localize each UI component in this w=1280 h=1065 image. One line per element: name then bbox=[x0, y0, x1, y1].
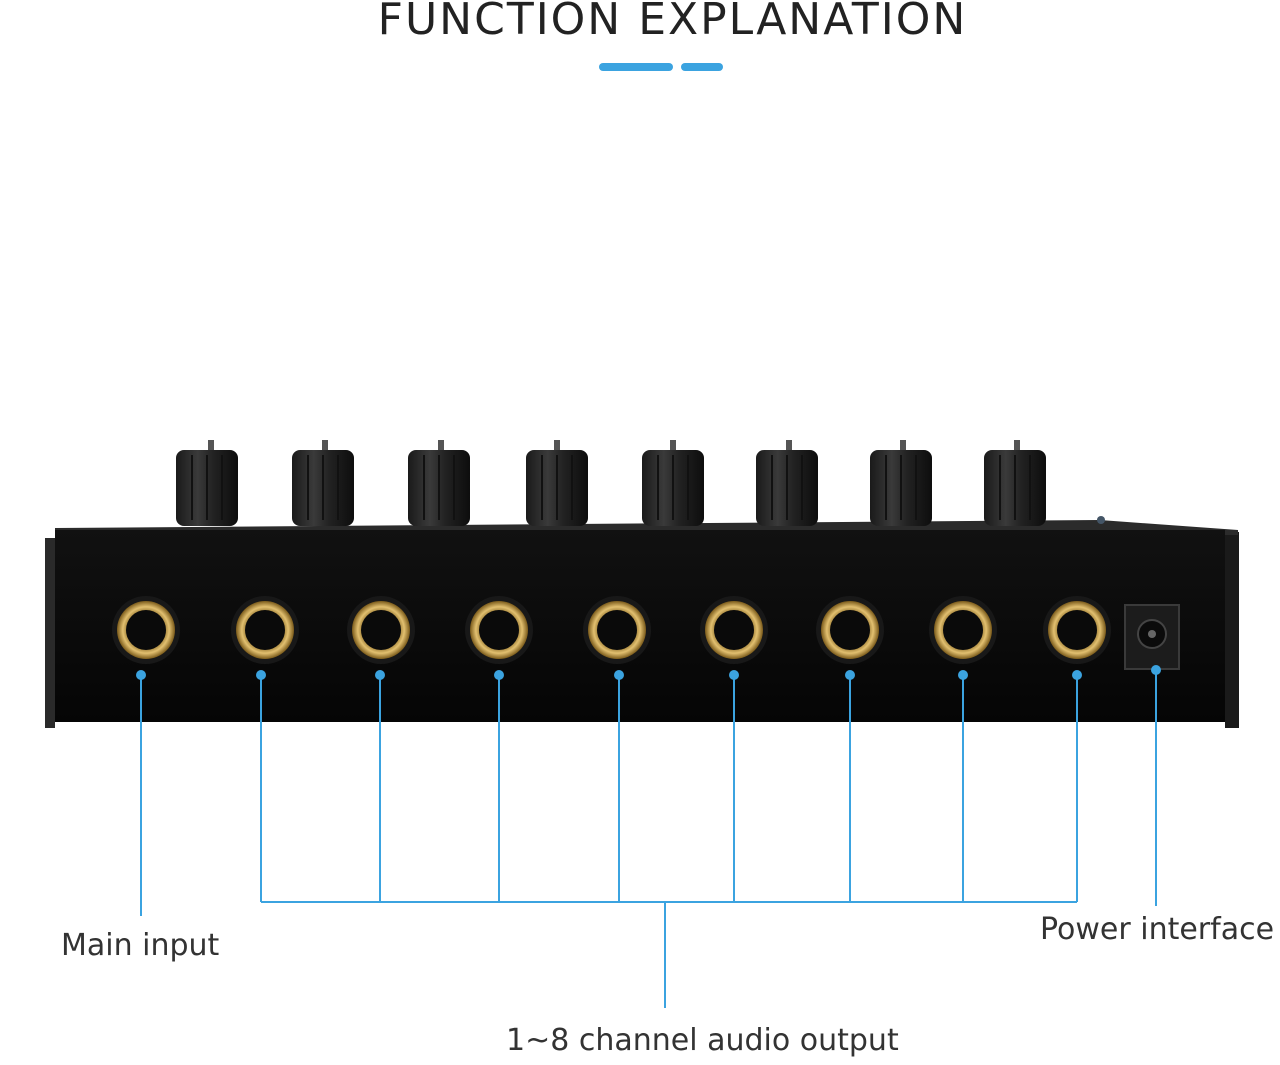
knob bbox=[292, 440, 354, 526]
power-jack bbox=[1124, 604, 1180, 670]
output-jack bbox=[465, 596, 533, 664]
channel-output-label: 1~8 channel audio output bbox=[506, 1023, 899, 1058]
output-jack bbox=[231, 596, 299, 664]
output-jack bbox=[347, 596, 415, 664]
callout-dots bbox=[136, 665, 1161, 680]
output-jack bbox=[1043, 596, 1111, 664]
knob bbox=[408, 440, 470, 526]
page-title: FUNCTION EXPLANATION bbox=[377, 0, 968, 45]
knob bbox=[756, 440, 818, 526]
knob bbox=[984, 440, 1046, 526]
power-interface-label: Power interface bbox=[1040, 912, 1275, 947]
output-jack bbox=[929, 596, 997, 664]
device-right-side bbox=[1225, 532, 1239, 728]
main-input-jack bbox=[112, 596, 180, 664]
output-jack bbox=[583, 596, 651, 664]
output-jack bbox=[816, 596, 884, 664]
knob bbox=[642, 440, 704, 526]
knob bbox=[870, 440, 932, 526]
callout-lines bbox=[140, 670, 1157, 1008]
jack-row bbox=[112, 596, 1111, 664]
title-accent-bar-short bbox=[681, 63, 723, 71]
main-input-label: Main input bbox=[61, 928, 220, 963]
title-accent-bar-long bbox=[599, 63, 673, 71]
output-jack bbox=[700, 596, 768, 664]
device-left-side bbox=[45, 538, 55, 728]
knob-row bbox=[176, 440, 1046, 526]
led-indicator bbox=[1097, 516, 1105, 524]
knob bbox=[526, 440, 588, 526]
knob bbox=[176, 440, 238, 526]
